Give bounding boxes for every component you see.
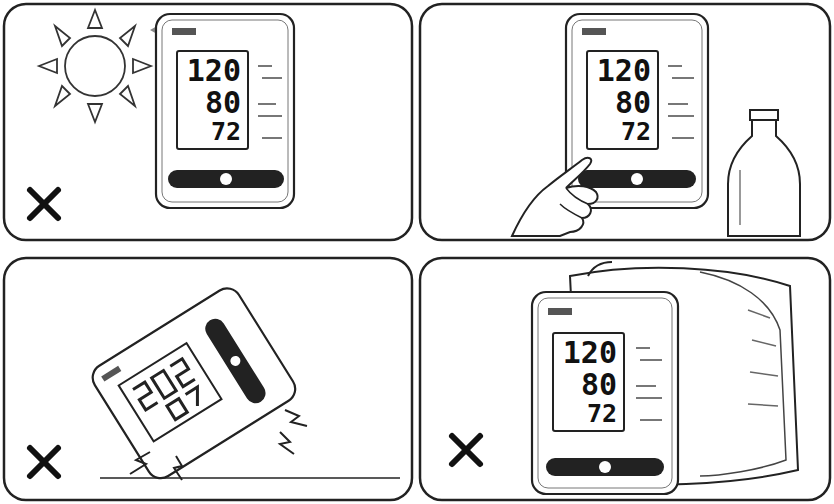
display-reading: 80 [186,87,241,119]
monitor-body [532,292,678,494]
panel-frame [420,4,830,240]
display-reading: 120 [596,55,651,87]
monitor-body [566,14,708,208]
cross-mark [452,436,480,464]
display-reading: 120 [562,337,617,369]
monitor-body [87,283,300,483]
panel-frame [4,4,412,240]
lcd-display: 1208072 [176,50,249,150]
panel-frame [420,258,830,500]
cross-mark [30,448,58,476]
bottle-drawing [728,118,800,236]
display-reading: 72 [562,401,617,427]
lcd-display: 1208072 [586,50,659,150]
lcd-display: 1208072 [552,332,625,432]
display-reading: 72 [186,119,241,145]
impact-lines [130,410,307,480]
display-reading: 72 [596,119,651,145]
monitor-body [156,14,294,208]
display-reading: 80 [562,369,617,401]
display-reading: 120 [186,55,241,87]
ground-line [100,477,400,479]
hand-drawing [512,158,598,236]
panel-frame [4,258,412,500]
cross-mark [30,190,58,218]
sun-symbol [39,10,151,122]
display-reading: 80 [596,87,651,119]
